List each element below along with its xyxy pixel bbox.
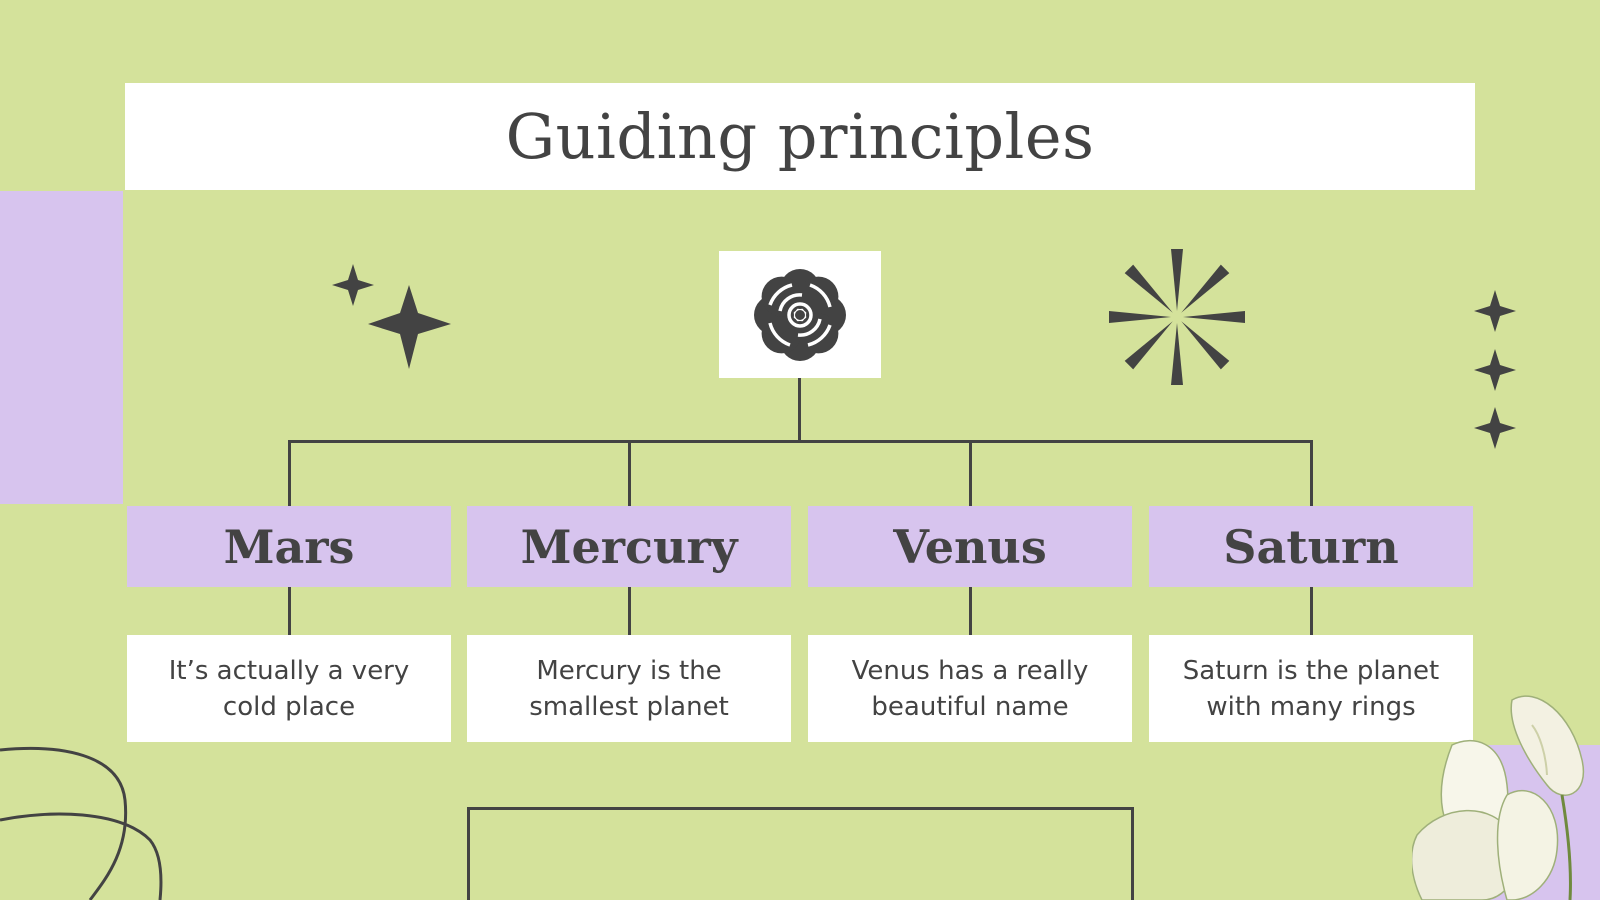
connector-drop-venus (969, 440, 972, 506)
center-icon-box (719, 251, 881, 378)
flower-rose-icon (754, 268, 846, 361)
label-mars: Mars (223, 519, 355, 574)
page-title: Guiding principles (505, 100, 1095, 173)
desc-box-mars: It’s actually a very cold place (127, 635, 451, 742)
label-saturn: Saturn (1223, 519, 1399, 574)
starburst-icon (1109, 249, 1245, 385)
three-stars-icon (1474, 290, 1516, 449)
desc-box-venus: Venus has a really beautiful name (808, 635, 1132, 742)
label-box-venus: Venus (808, 506, 1132, 587)
desc-mars: It’s actually a very cold place (168, 655, 410, 722)
connector-horizontal (288, 440, 1313, 443)
desc-box-mercury: Mercury is the smallest planet (467, 635, 791, 742)
connector-desc-venus (969, 587, 972, 635)
desc-venus: Venus has a really beautiful name (851, 655, 1089, 722)
lavender-accent-left (0, 191, 123, 504)
label-box-saturn: Saturn (1149, 506, 1473, 587)
connector-drop-saturn (1310, 440, 1313, 506)
connector-drop-mercury (628, 440, 631, 506)
connector-vertical-center (798, 378, 801, 442)
label-box-mars: Mars (127, 506, 451, 587)
white-flowers-image (1412, 695, 1585, 900)
connector-desc-mercury (628, 587, 631, 635)
desc-box-saturn: Saturn is the planet with many rings (1149, 635, 1473, 742)
label-box-mercury: Mercury (467, 506, 791, 587)
title-box: Guiding principles (125, 83, 1475, 190)
label-mercury: Mercury (520, 519, 738, 574)
desc-saturn: Saturn is the planet with many rings (1182, 655, 1440, 722)
scribble-curve (0, 746, 163, 900)
connector-desc-mars (288, 587, 291, 635)
desc-mercury: Mercury is the smallest planet (529, 655, 729, 722)
bottom-frame (467, 807, 1134, 900)
connector-drop-mars (288, 440, 291, 506)
sparkle-stars-icon (332, 264, 451, 369)
connector-desc-saturn (1310, 587, 1313, 635)
label-venus: Venus (893, 519, 1047, 574)
